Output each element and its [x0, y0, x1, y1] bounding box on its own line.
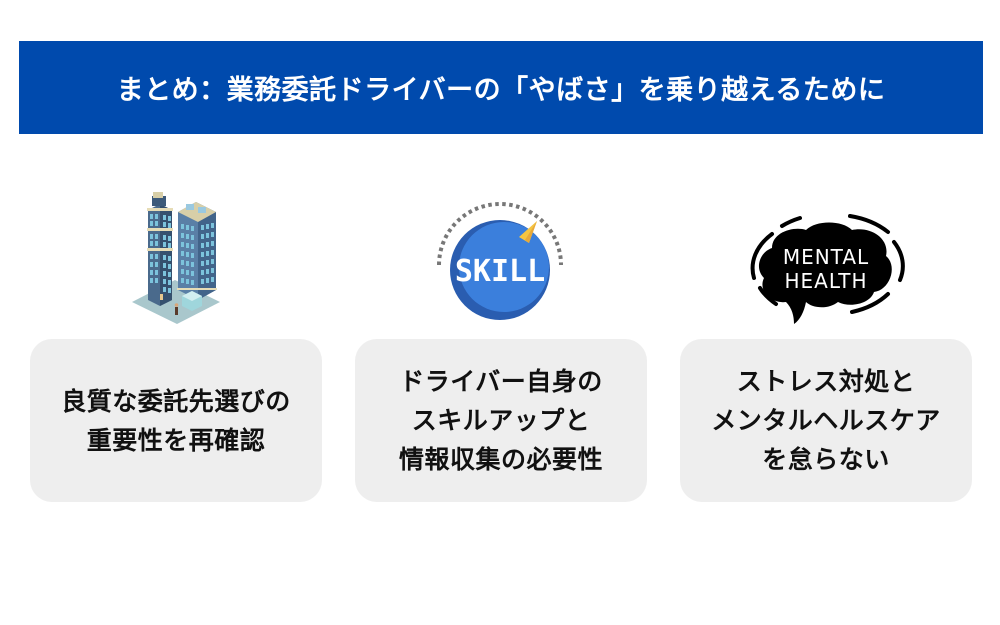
card-text: ストレス対処と メンタルヘルスケア を怠らない — [711, 367, 941, 474]
skill-gauge-icon: SKILL — [425, 195, 575, 325]
card-contractor-selection: 良質な委託先選びの 重要性を再確認 — [30, 339, 322, 502]
card-mental-health: ストレス対処と メンタルヘルスケア を怠らない — [680, 339, 972, 502]
office-buildings-icon — [120, 190, 230, 325]
card-skill-up: ドライバー自身の スキルアップと 情報収集の必要性 — [355, 339, 647, 502]
card-text: ドライバー自身の スキルアップと 情報収集の必要性 — [398, 367, 603, 474]
card-text: 良質な委託先選びの 重要性を再確認 — [61, 386, 291, 455]
page-title: まとめ：業務委託ドライバーの「やばさ」を乗り越えるために — [116, 75, 886, 106]
mental-health-brain-icon: MENTAL HEALTH — [742, 208, 910, 330]
title-banner: まとめ：業務委託ドライバーの「やばさ」を乗り越えるために — [19, 41, 983, 134]
health-label: HEALTH — [784, 269, 867, 293]
mental-label: MENTAL — [783, 245, 869, 269]
skill-label: SKILL — [455, 254, 545, 289]
